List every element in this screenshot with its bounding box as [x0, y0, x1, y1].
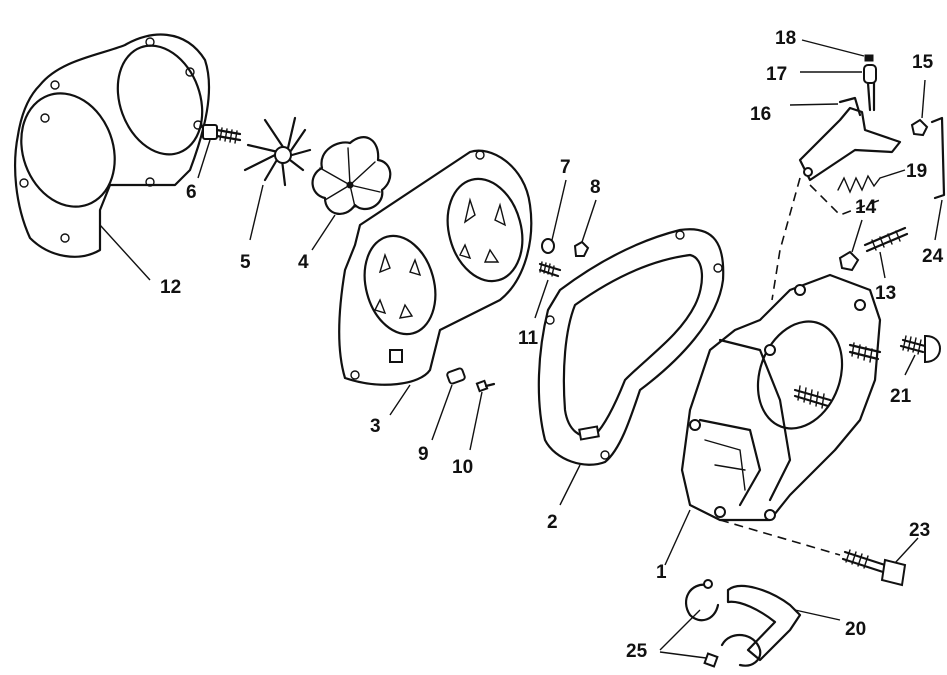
impeller-part-5 [243, 116, 312, 241]
assembly-line-lever [771, 177, 801, 301]
pump-body-part-1 [664, 273, 882, 566]
clip-part-18 [801, 39, 874, 62]
callout-13: 13 [875, 283, 896, 304]
screw-part-10 [469, 379, 496, 451]
callout-12: 12 [160, 277, 181, 298]
callout-2: 2 [547, 512, 558, 533]
nut-part-8 [573, 199, 597, 257]
gasket-part-12 [14, 33, 211, 281]
screw-part-6 [197, 124, 242, 179]
callout-15: 15 [912, 52, 934, 73]
callout-6: 6 [186, 182, 197, 203]
callout-7: 7 [560, 157, 571, 178]
lever-part-16 [789, 96, 902, 182]
callout-3: 3 [370, 416, 381, 437]
hose-part-20 [726, 585, 841, 662]
screw-part-11 [534, 261, 562, 319]
callout-10: 10 [452, 457, 473, 478]
pump-plate-part-3 [338, 149, 533, 416]
clamp-part-25 [659, 579, 762, 668]
callout-5: 5 [240, 252, 251, 273]
diaphragm-part-4 [311, 136, 392, 251]
callout-23: 23 [909, 520, 930, 541]
callout-11: 11 [518, 328, 539, 349]
callout-4: 4 [298, 252, 309, 273]
rod-part-24 [930, 116, 946, 241]
gasket-part-2 [537, 228, 725, 506]
stud-part-13 [863, 226, 909, 279]
nut-part-14 [838, 219, 863, 272]
callout-16: 16 [750, 104, 771, 125]
assembly-line-bolt [719, 519, 841, 556]
callout-18: 18 [775, 28, 796, 49]
callout-20: 20 [845, 619, 866, 640]
callout-14: 14 [855, 197, 877, 218]
plunger-part-17 [800, 64, 877, 112]
callout-19: 19 [906, 161, 927, 182]
callout-8: 8 [590, 177, 601, 198]
callout-9: 9 [418, 444, 429, 465]
nut-part-15 [910, 79, 929, 137]
callout-1: 1 [656, 562, 667, 583]
bolt-part-23 [841, 537, 919, 587]
callout-25: 25 [626, 641, 648, 662]
callout-21: 21 [890, 386, 912, 407]
pin-part-9 [431, 367, 466, 441]
callout-17: 17 [766, 64, 787, 85]
spring-part-19 [837, 169, 906, 194]
washer-part-7 [541, 179, 567, 254]
callout-24: 24 [922, 246, 944, 267]
screw-part-21 [899, 334, 941, 376]
